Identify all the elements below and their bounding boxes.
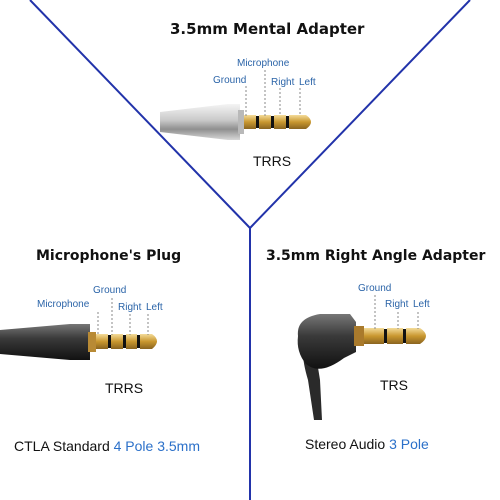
left-label-microphone: Microphone [37, 299, 90, 310]
left-leader-lines [97, 298, 149, 335]
top-label-right: Right [271, 77, 295, 88]
left-label-ground: Ground [93, 285, 127, 296]
top-panel-title: 3.5mm Mental Adapter [170, 20, 365, 38]
top-leader-lines [245, 70, 301, 116]
divider-left-diagonal [29, 0, 251, 229]
left-panel-title: Microphone's Plug [36, 248, 182, 264]
left-label-left: Left [146, 302, 163, 313]
right-leader-lines [374, 295, 419, 329]
left-label-right: Right [118, 302, 142, 313]
top-label-microphone: Microphone [237, 58, 290, 69]
left-panel-caption: CTLA Standard 4 Pole 3.5mm [14, 438, 200, 454]
left-plug-type: TRRS [105, 380, 144, 396]
top-plug-type: TRRS [253, 153, 292, 169]
right-panel-caption: Stereo Audio 3 Pole [305, 436, 429, 452]
trrs-plug-silver-icon [160, 104, 311, 140]
right-caption-prefix: Stereo Audio [305, 436, 386, 452]
right-panel-title: 3.5mm Right Angle Adapter [266, 248, 486, 264]
top-label-ground: Ground [213, 75, 247, 86]
left-caption-prefix: CTLA Standard [14, 438, 110, 454]
right-caption-highlight: 3 Pole [389, 436, 429, 452]
divider-right-diagonal [249, 0, 471, 229]
top-label-left: Left [299, 77, 316, 88]
right-label-ground: Ground [358, 283, 392, 294]
trs-right-angle-plug-icon [297, 314, 426, 420]
left-caption-highlight: 4 Pole 3.5mm [113, 438, 200, 454]
right-plug-type: TRS [380, 377, 408, 393]
right-label-right: Right [385, 299, 409, 310]
panel-dividers [29, 0, 471, 500]
trrs-plug-black-icon [0, 324, 157, 360]
right-label-left: Left [413, 299, 430, 310]
